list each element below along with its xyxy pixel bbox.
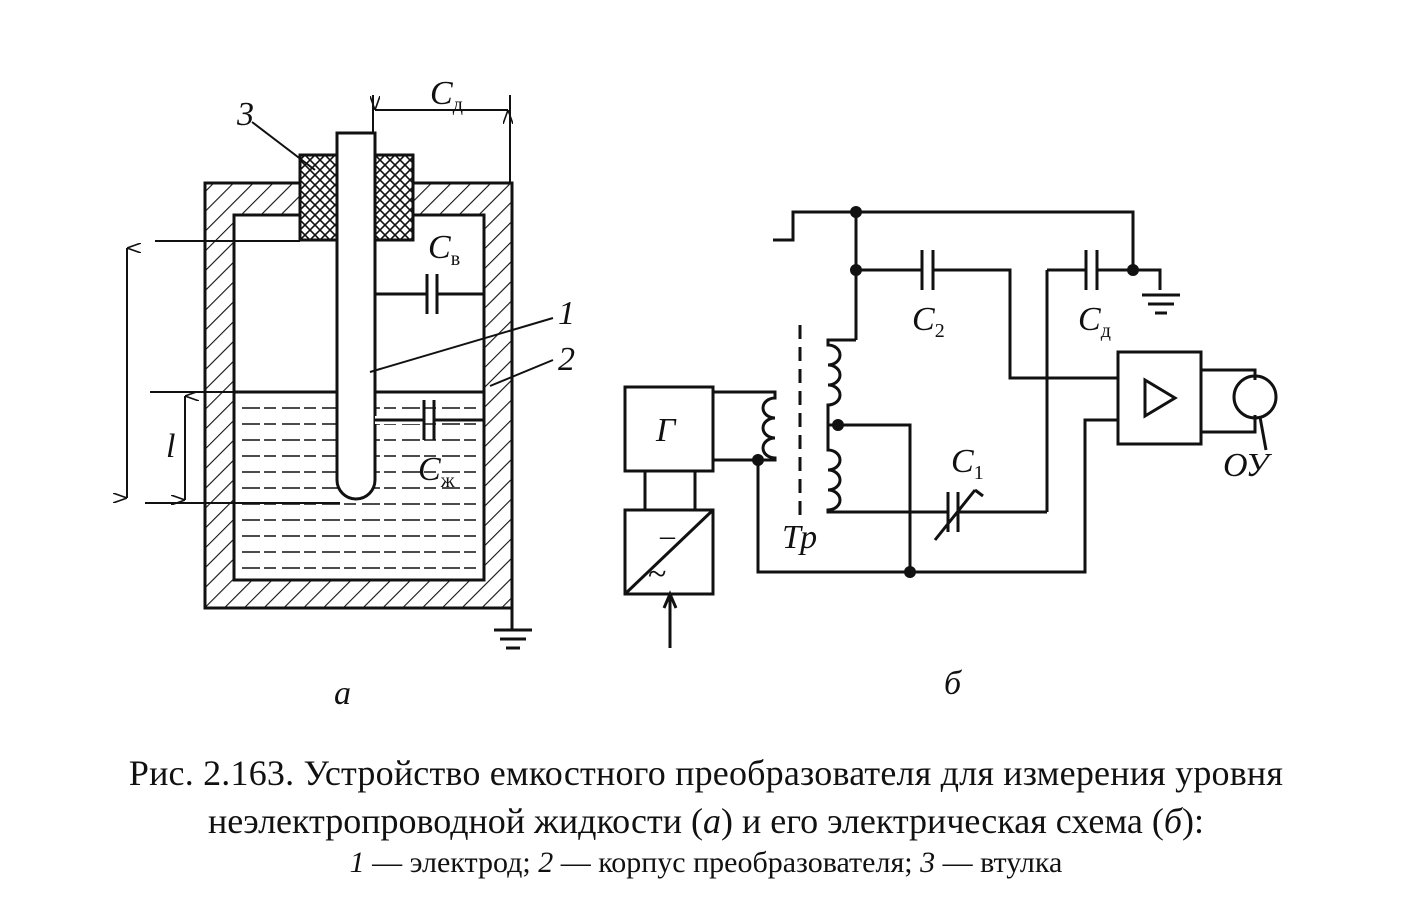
wire-top [773,210,1135,270]
caption-line-1: Рис. 2.163. Устройство емкостного преобр… [128,753,1284,793]
figure-a: 3 1 2 Cд Cв Cж l а [127,75,575,712]
label-converter-dc: – [659,519,676,552]
callout-1: 1 [558,295,575,332]
generator-block [623,385,715,473]
amplifier-block [1116,350,1203,446]
label-cd-b: Cд [1078,301,1111,342]
vessel-ground-icon [494,600,532,650]
label-generator: Г [655,412,677,449]
caption-line-3: 1 — электрод; 2 — корпус преобразователя… [349,846,1063,879]
output-meter-icon [1232,374,1278,420]
callout-3: 3 [236,96,254,133]
capacitor-czh [375,400,484,440]
part-label-b: б [944,665,963,702]
capacitor-cv [375,274,484,314]
label-cv: Cв [428,229,460,270]
label-c1: C1 [951,443,984,484]
label-opamp: ОУ [1223,447,1273,484]
junction-dots [752,206,1139,578]
callout-leaders [251,121,554,387]
label-c2: C2 [912,301,945,342]
dimension-cd [373,95,510,183]
electrode [335,131,377,501]
label-czh: Cж [418,451,455,492]
label-cd: Cд [430,75,463,116]
circuit-ground-icon [1142,293,1180,315]
label-converter-ac: ~ [648,556,666,593]
dimension-height [127,240,340,503]
caption-line-2: неэлектропроводной жидкости (а) и его эл… [208,801,1204,841]
label-transformer: Тр [782,519,817,556]
callout-2: 2 [558,341,575,378]
primary-coil [713,390,777,462]
label-level-l: l [166,428,175,465]
part-label-a: а [334,675,351,712]
amplifier-triangle-icon [1143,377,1178,419]
figure-b [623,210,1278,648]
